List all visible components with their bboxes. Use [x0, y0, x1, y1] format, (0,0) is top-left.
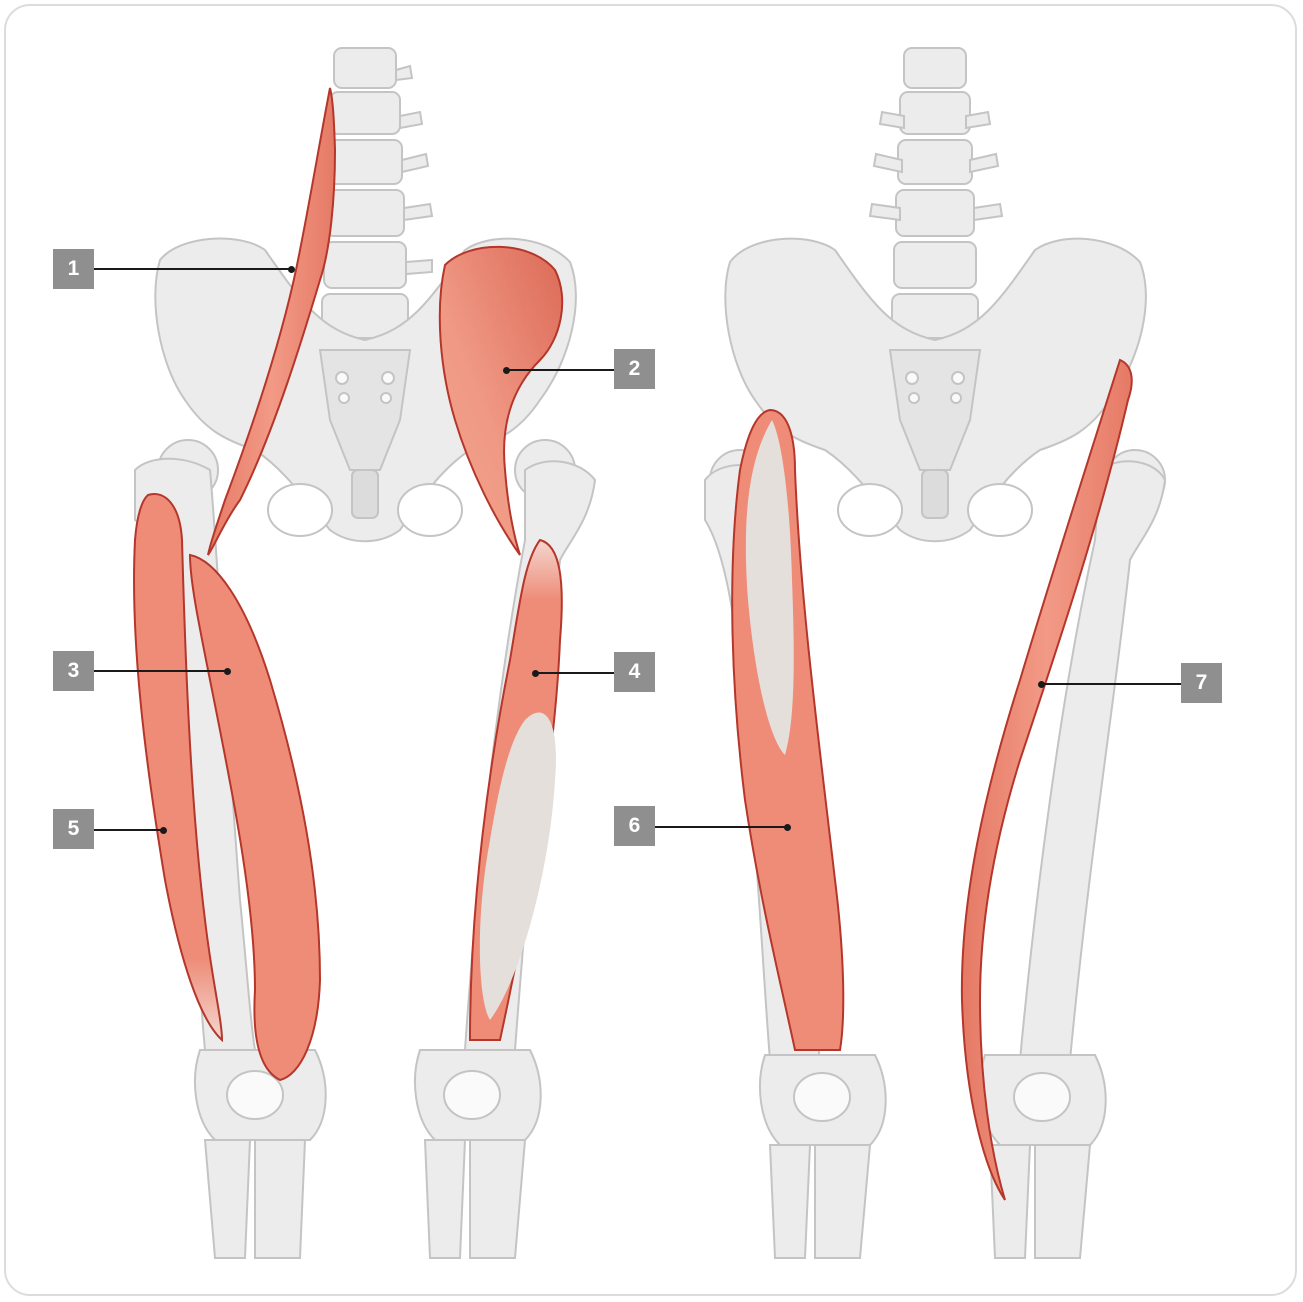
label-1: 1	[53, 249, 94, 289]
leader-line-5	[94, 829, 163, 831]
leader-dot-7	[1038, 681, 1045, 688]
leader-line-1	[94, 268, 291, 270]
right-lumbar-spine	[870, 48, 1002, 338]
right-femur-b	[1020, 461, 1165, 1060]
leader-dot-4	[532, 670, 539, 677]
leader-line-6	[655, 826, 787, 828]
label-5: 5	[53, 809, 94, 849]
leader-dot-6	[784, 824, 791, 831]
leader-dot-3	[224, 668, 231, 675]
leader-line-2	[506, 369, 614, 371]
label-3: 3	[53, 651, 94, 691]
label-4: 4	[614, 652, 655, 692]
label-6: 6	[614, 806, 655, 846]
leader-dot-5	[160, 827, 167, 834]
leader-line-4	[535, 672, 614, 674]
label-7: 7	[1181, 663, 1222, 703]
leader-line-7	[1041, 683, 1181, 685]
leader-dot-1	[288, 266, 295, 273]
leader-dot-2	[503, 367, 510, 374]
left-lumbar-spine	[322, 48, 432, 338]
label-2: 2	[614, 349, 655, 389]
leader-line-3	[94, 670, 227, 672]
